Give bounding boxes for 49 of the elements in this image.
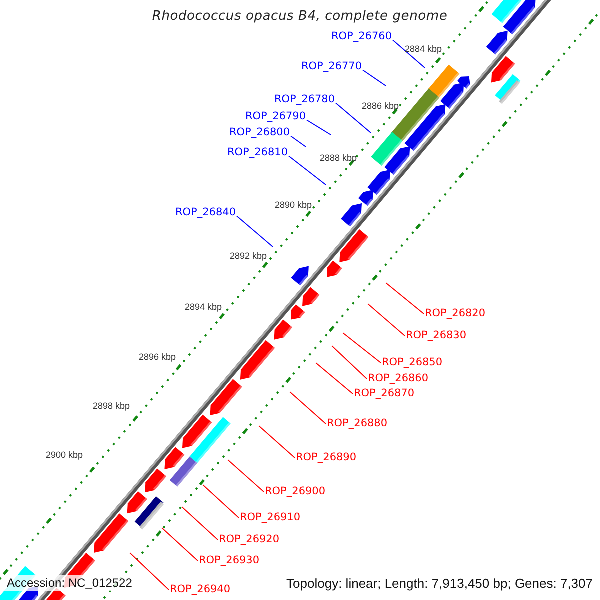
leader-line [236,216,274,248]
gene-label: ROP_26770 [301,60,362,74]
gene-label: ROP_26760 [331,30,392,44]
gene-label: ROP_26900 [265,486,326,498]
leader-line [392,40,426,68]
leader-line [316,362,354,394]
gene-label: ROP_26930 [199,554,260,568]
scale-label: 2894 kbp [185,302,222,312]
leader-line [182,506,218,540]
scale-label: 2884 kbp [405,44,442,54]
leader-line [336,102,372,134]
scale-label: 2888 kbp [320,153,358,163]
leader-line [342,332,382,364]
diagram-title: Rhodococcus opacus B4, complete genome [151,9,449,24]
gene-label: ROP_26830 [406,330,467,342]
gene-label: ROP_26910 [240,512,301,524]
leader-line [306,120,332,136]
genome-summary-text: Topology: linear; Length: 7,913,450 bp; Genes: 7,307 [286,575,594,592]
leader-line [162,528,198,562]
gene-label: ROP_26790 [245,110,306,124]
gene-label: ROP_26870 [354,388,415,400]
gene-label: ROP_26780 [274,94,335,106]
gene-label: ROP_26840 [175,206,236,220]
scale-label: 2898 kbp [93,401,130,411]
leader-line [386,282,424,314]
gene-label: ROP_26810 [227,146,288,160]
gene-label: ROP_26880 [327,418,388,430]
leader-line [228,460,264,492]
leader-line [368,304,406,336]
gene-label: ROP_26860 [368,372,429,386]
scale-label: 2900 kbp [46,450,84,460]
scale-label: 2896 kbp [139,352,176,362]
leader-line [362,70,386,86]
gene-label: ROP_26940 [170,584,231,596]
leader-line [288,156,326,186]
scale-label: 2886 kbp [362,101,400,111]
gene-label: ROP_26850 [382,356,443,370]
gene-label: ROP_26890 [296,452,357,464]
gene-label: ROP_26920 [219,534,280,546]
leader-line [202,484,240,518]
leader-line [130,552,170,590]
leader-line [258,426,296,458]
leader-line [290,392,326,424]
scale-label: 2892 kbp [230,251,268,261]
gene-label: ROP_26800 [229,126,290,140]
scale-label: 2890 kbp [275,200,312,210]
leader-line [290,136,306,148]
leader-line [332,346,368,380]
gene-label: ROP_26820 [425,308,486,320]
